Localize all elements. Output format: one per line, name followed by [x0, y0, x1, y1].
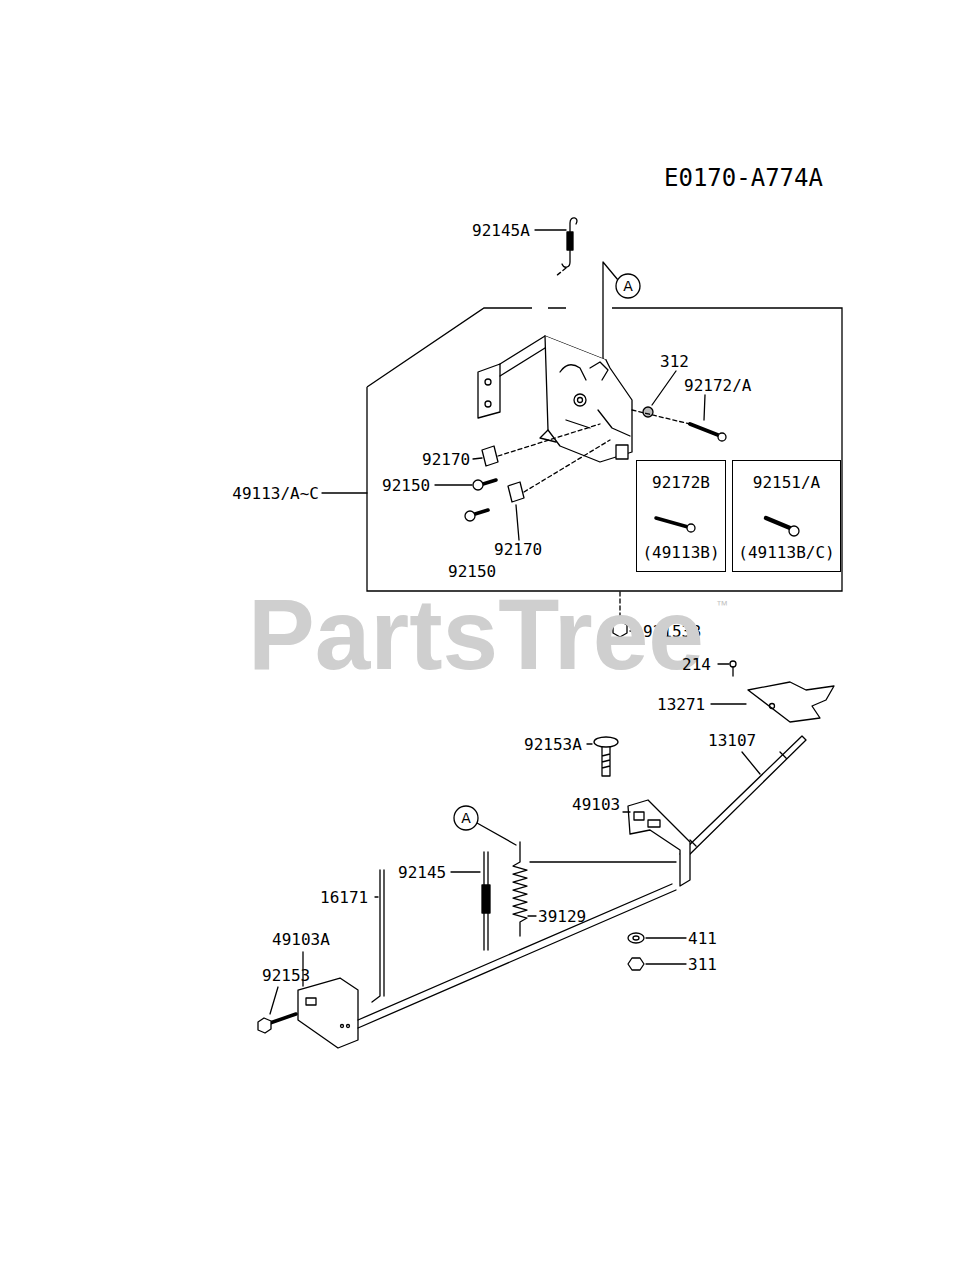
lever	[540, 410, 630, 442]
bolt-head	[594, 737, 618, 747]
callout-number: 92150	[448, 562, 496, 581]
screw-head	[789, 526, 799, 536]
trademark: ™	[716, 598, 728, 612]
callout-number: 13271	[657, 695, 705, 714]
callout-number: 92145A	[472, 221, 530, 240]
part-number: (49113B)	[637, 543, 725, 562]
part-number: 92172B	[637, 473, 725, 492]
callout-number: 311	[688, 955, 717, 974]
pivot	[578, 398, 583, 403]
screw	[483, 480, 496, 484]
callout-number: 92172/A	[684, 376, 751, 395]
callout-number: 92170	[494, 540, 542, 559]
callout-number: 49103A	[272, 930, 330, 949]
hole	[485, 401, 491, 407]
diagram-code: E0170-A774A	[664, 164, 823, 192]
washer	[628, 933, 644, 943]
screw	[656, 518, 688, 527]
bolt-head	[258, 1018, 271, 1033]
bolt	[270, 1014, 296, 1023]
pivot	[574, 394, 586, 406]
circle-outline	[454, 806, 478, 830]
leader-line	[375, 896, 378, 897]
spring	[513, 842, 527, 936]
part-number: (49113B/C)	[733, 543, 840, 562]
nut	[628, 958, 644, 970]
callout-number: 16171	[320, 888, 368, 907]
part-number: 92151/A	[733, 473, 840, 492]
bracket	[628, 800, 690, 886]
leader-line	[711, 664, 746, 704]
clip	[508, 482, 524, 502]
leader-line	[451, 823, 536, 916]
inset-box: 92172B (49113B)	[636, 460, 726, 572]
hole	[485, 379, 491, 385]
callout-number: 92170	[422, 450, 470, 469]
spring-coil	[567, 232, 573, 250]
callout-number: 312	[660, 352, 689, 371]
callout-number: 214	[682, 655, 711, 674]
plate	[298, 978, 358, 1048]
hole	[648, 820, 660, 827]
hole	[770, 704, 775, 709]
leader-line	[270, 987, 278, 1014]
callout-number: 13107	[708, 731, 756, 750]
screw	[766, 518, 790, 528]
screw-head	[473, 480, 483, 490]
plate	[748, 682, 834, 722]
callout-number: 92150	[382, 476, 430, 495]
callout-number: 49103	[572, 795, 620, 814]
hole	[306, 998, 316, 1005]
callout-number: 92145	[398, 863, 446, 882]
screw-head	[465, 511, 475, 521]
leader-line	[646, 938, 686, 964]
hole	[634, 812, 644, 820]
clip	[482, 446, 498, 466]
bracket-plate	[545, 336, 632, 462]
leader-line	[322, 230, 705, 540]
reference-letter: A	[453, 809, 479, 827]
leader-line	[742, 752, 760, 774]
lever	[560, 362, 608, 380]
callout-number: 39129	[538, 907, 586, 926]
bracket-tab	[478, 364, 500, 418]
circle-outline	[616, 274, 640, 298]
dash-line	[498, 424, 610, 492]
nut	[643, 407, 653, 417]
screw-head	[730, 661, 736, 667]
part-number: 49113/A~C	[232, 484, 319, 503]
dash-line	[556, 268, 566, 276]
washer	[633, 936, 639, 940]
spring-coil	[482, 885, 490, 913]
link	[530, 861, 676, 862]
watermark: PartsTree	[248, 584, 704, 684]
callout-number: 411	[688, 929, 717, 948]
screw-head	[687, 524, 695, 532]
reference-letter: A	[615, 277, 641, 295]
hole	[341, 1025, 344, 1028]
dash-line	[632, 410, 690, 424]
hole	[347, 1025, 350, 1028]
group-outline	[367, 308, 842, 591]
callout-number: 92153	[262, 966, 310, 985]
screw-head	[718, 433, 726, 441]
leader-line	[623, 811, 630, 812]
shaft	[680, 736, 806, 858]
link-rod	[358, 884, 676, 1028]
screw	[690, 424, 718, 435]
inset-box: 92151/A (49113B/C)	[732, 460, 841, 572]
bolt	[602, 747, 610, 776]
screw	[475, 510, 488, 514]
reference-circle: A	[615, 273, 641, 299]
callout-number: 92153A	[524, 735, 582, 754]
spring	[562, 218, 577, 267]
rod	[372, 870, 384, 1002]
bracket-tab	[616, 445, 628, 459]
screw	[732, 667, 733, 676]
leader-line	[587, 743, 592, 744]
assembly-group-box: 49113/A~C92172B(49113B)92151/A(49113B/C)	[367, 308, 842, 591]
reference-circle: A	[453, 805, 479, 831]
